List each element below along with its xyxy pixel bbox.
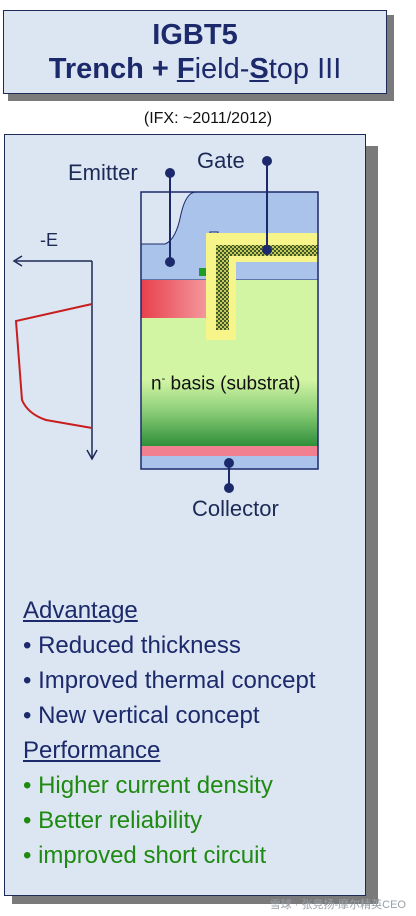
collector-p-layer	[141, 446, 318, 456]
collector-terminal-dot	[224, 483, 234, 493]
advantage-header: Advantage	[23, 597, 138, 624]
field-stop-layer	[141, 380, 318, 446]
field-label: -E	[40, 230, 58, 250]
advantage-item: • Improved thermal concept	[23, 667, 316, 694]
collector-contact-dot	[224, 458, 234, 468]
title-part-f: F	[176, 53, 195, 85]
collector-label: Collector	[192, 496, 279, 521]
substrate-text: basis (substrat)	[170, 373, 301, 395]
subtitle: (IFX: ~2011/2012)	[143, 110, 273, 127]
field-axis-arrow-down	[86, 449, 98, 461]
title-part-trench: Trench +	[48, 53, 177, 85]
emitter-contact-dot	[165, 257, 175, 267]
electric-field-plot	[12, 255, 98, 461]
substrate-label: n- basis (substrat)	[151, 373, 300, 395]
title-part-s: S	[249, 53, 269, 85]
gate-oxide	[206, 233, 318, 340]
substrate-sup: -	[161, 373, 166, 385]
title-igbt5: IGBT5	[152, 19, 238, 51]
field-profile-curve	[14, 303, 93, 429]
advantage-item: • New vertical concept	[23, 702, 260, 729]
title-part-top: top III	[268, 53, 342, 85]
gate-poly	[216, 245, 318, 330]
performance-item: • Better reliability	[23, 807, 203, 834]
title-technology: Trench + Field-Stop III	[4, 51, 386, 87]
emitter-terminal-dot	[165, 168, 175, 178]
title-part-ield: ield-	[194, 53, 250, 85]
p-body-region	[141, 280, 209, 318]
title-box: IGBT5 Trench + Field-Stop III	[3, 10, 387, 94]
feature-list: Advantage • Reduced thickness • Improved…	[23, 593, 316, 873]
substrate-prefix: n	[151, 373, 162, 395]
watermark: 雪球 · 张竞扬-摩尔精英CEO	[269, 899, 406, 911]
n-plus-emitter	[199, 268, 210, 276]
performance-header: Performance	[23, 737, 161, 764]
gate-label: Gate	[197, 148, 245, 173]
gate-terminal-dot	[262, 156, 272, 166]
performance-item: • improved short circuit	[23, 842, 267, 869]
advantage-item: • Reduced thickness	[23, 632, 241, 659]
performance-item: • Higher current density	[23, 772, 273, 799]
igbt-structure	[140, 156, 319, 493]
emitter-label: Emitter	[68, 160, 138, 185]
field-axis-arrow-left	[12, 255, 23, 267]
gate-contact-dot	[262, 245, 272, 255]
